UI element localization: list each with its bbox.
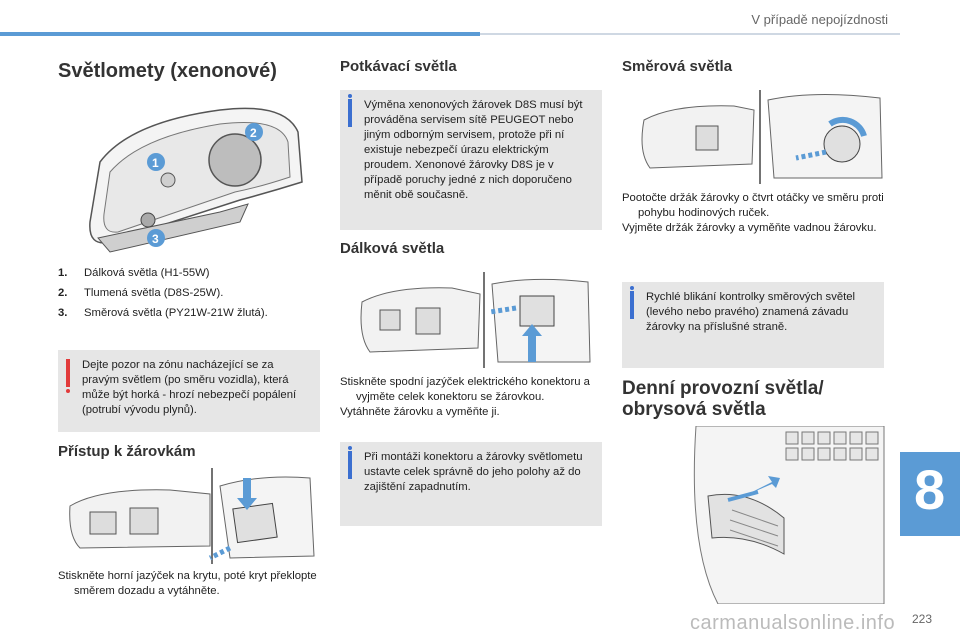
indicator-steps: Pootočte držák žárovky o čtvrt otáčky ve… — [622, 191, 884, 236]
indicator-illustration — [641, 90, 883, 184]
step-item: Vyjměte držák žárovky a vyměňte vadnou ž… — [622, 222, 877, 234]
high-beam-title: Dálková světla — [340, 240, 445, 257]
chapter-tab: 8 — [900, 452, 960, 536]
list-item: 2.Tlumená světla (D8S-25W). — [58, 287, 224, 299]
header-accent-bar — [0, 32, 480, 36]
info-box-indicator: Rychlé blikání kontrolky směrových světe… — [622, 282, 884, 368]
access-steps: Stiskněte horní jazýček na krytu, poté k… — [58, 569, 320, 599]
low-beam-title: Potkávací světla — [340, 58, 457, 75]
info-box-high-beam: Při montáži konektoru a žárovky světlome… — [340, 442, 602, 526]
headlamp-illustration: 1 2 3 — [89, 107, 303, 253]
info-icon — [348, 94, 352, 127]
warning-box: Dejte pozor na zónu nacházející se za pr… — [58, 350, 320, 432]
step-item: Stiskněte spodní jazýček elektrického ko… — [340, 376, 590, 403]
info-icon — [348, 446, 352, 479]
drl-title: Denní provozní světla/obrysová světla — [622, 378, 824, 420]
svg-text:3: 3 — [152, 232, 159, 246]
high-beam-illustration — [360, 272, 591, 368]
step-item: Stiskněte horní jazýček na krytu, poté k… — [58, 570, 317, 597]
indicator-title: Směrová světla — [622, 58, 733, 75]
high-beam-steps: Stiskněte spodní jazýček elektrického ko… — [340, 375, 602, 420]
svg-text:1: 1 — [152, 156, 159, 170]
header-rule — [480, 33, 900, 35]
bulb-list: 1.Dálková světla (H1-55W) 2.Tlumená svět… — [58, 263, 320, 323]
section-title: V případě nepojízdnosti — [751, 12, 888, 27]
chapter-number: 8 — [914, 458, 946, 521]
warning-icon — [66, 359, 70, 393]
list-item: 3.Směrová světla (PY21W-21W žlutá). — [58, 307, 268, 319]
drl-illustration — [693, 426, 885, 604]
page-number: 223 — [912, 612, 933, 626]
info-box-low-beam: Výměna xenonových žárovek D8S musí být p… — [340, 90, 602, 230]
access-illustration — [69, 468, 315, 564]
svg-text:2: 2 — [250, 126, 257, 140]
step-item: Vytáhněte žárovku a vyměňte ji. — [340, 406, 500, 418]
step-item: Pootočte držák žárovky o čtvrt otáčky ve… — [622, 192, 884, 219]
info-icon — [630, 286, 634, 319]
list-item: 1.Dálková světla (H1-55W) — [58, 267, 210, 279]
headlamp-title: Světlomety (xenonové) — [58, 60, 277, 82]
watermark-text: carmanualsonline.info — [690, 612, 896, 634]
access-title: Přístup k žárovkám — [58, 443, 196, 460]
